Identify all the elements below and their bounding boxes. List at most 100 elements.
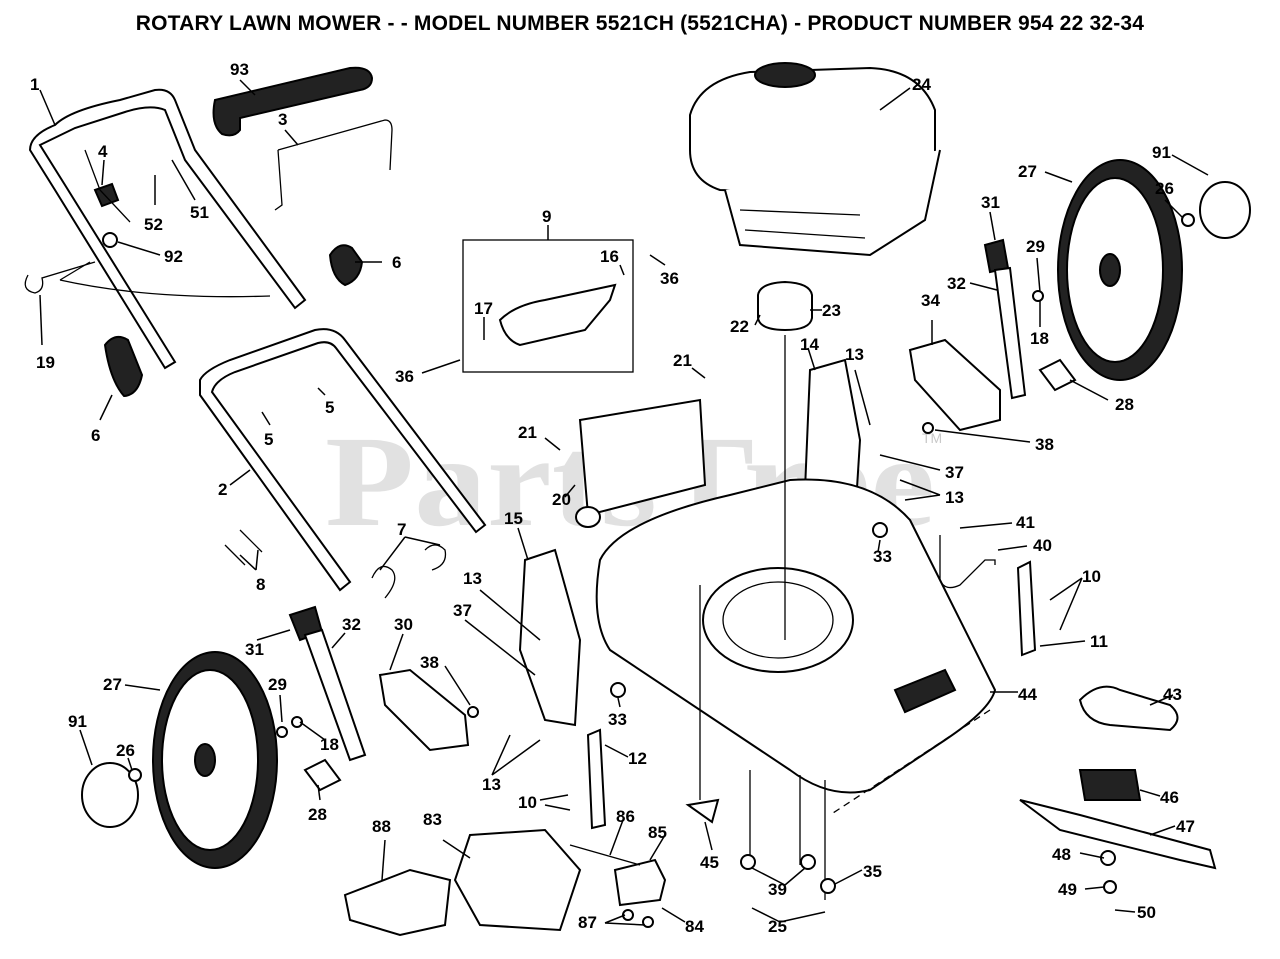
- callout-47: 47: [1176, 817, 1195, 836]
- callout-5-upper: 5: [325, 398, 334, 417]
- callout-8: 8: [256, 575, 265, 594]
- callout-37-left: 37: [453, 601, 472, 620]
- callout-36-top: 36: [660, 269, 679, 288]
- callout-17: 17: [474, 299, 493, 318]
- callout-21-left: 21: [518, 423, 537, 442]
- callout-14: 14: [800, 335, 819, 354]
- callout-93: 93: [230, 60, 249, 79]
- wheel-bolt-part-left: [303, 758, 342, 792]
- callout-3: 3: [278, 110, 287, 129]
- callout-13-top: 13: [845, 345, 864, 364]
- callout-44: 44: [1018, 685, 1037, 704]
- callout-13-left-top: 13: [463, 569, 482, 588]
- callout-45: 45: [700, 853, 719, 872]
- callout-4: 4: [98, 142, 108, 161]
- hinge-block-part: [613, 858, 667, 907]
- rear-wheel-part-left: [152, 651, 278, 869]
- callout-25: 25: [768, 917, 787, 936]
- callout-33-right: 33: [873, 547, 892, 566]
- eyebolt-part: [24, 261, 96, 294]
- callout-18-left: 18: [320, 735, 339, 754]
- hinge-rod-part: [569, 844, 641, 866]
- handle-grip-part: [212, 66, 374, 137]
- hinge-bracket-part-left: [586, 728, 607, 830]
- blade-part: [1019, 799, 1217, 870]
- height-bracket-part-left: [518, 548, 582, 727]
- callout-49: 49: [1058, 880, 1077, 899]
- callout-29-right: 29: [1026, 237, 1045, 256]
- callout-43: 43: [1163, 685, 1182, 704]
- callout-10-right: 10: [1082, 567, 1101, 586]
- rear-flap-part: [498, 283, 617, 347]
- callout-20: 20: [552, 490, 571, 509]
- callout-83: 83: [423, 810, 442, 829]
- callout-23: 23: [822, 301, 841, 320]
- callout-88: 88: [372, 817, 391, 836]
- chute-door-part: [343, 868, 452, 937]
- callout-21-top: 21: [673, 351, 692, 370]
- callout-36-left: 36: [395, 367, 414, 386]
- rear-wheel-part-right: [1057, 159, 1183, 381]
- pin-part: [224, 529, 263, 566]
- discharge-chute-part: [453, 828, 582, 932]
- adjuster-lever-part-right: [993, 266, 1027, 400]
- callout-27-left: 27: [103, 675, 122, 694]
- callout-22: 22: [730, 317, 749, 336]
- callout-16: 16: [600, 247, 619, 266]
- callout-39: 39: [768, 880, 787, 899]
- blade-alignment-line: [829, 709, 991, 816]
- callout-32-left: 32: [342, 615, 361, 634]
- callout-28-right: 28: [1115, 395, 1134, 414]
- mower-deck-part: [595, 478, 997, 794]
- hinge-bracket-part-right: [1016, 560, 1037, 657]
- callout-34: 34: [921, 291, 940, 310]
- upper-handle-part: [28, 88, 307, 370]
- callout-38-right: 38: [1035, 435, 1054, 454]
- callout-37-right: 37: [945, 463, 964, 482]
- callout-26-left: 26: [116, 741, 135, 760]
- rod-part: [939, 535, 996, 589]
- callout-26-right: 26: [1155, 179, 1174, 198]
- axle-bracket-part-left: [378, 668, 470, 752]
- callout-11: 11: [1090, 632, 1108, 651]
- callout-6-left: 6: [91, 426, 100, 445]
- rear-shield-part: [578, 398, 707, 517]
- callout-28-left: 28: [308, 805, 327, 824]
- callout-15: 15: [504, 509, 523, 528]
- callout-31-right: 31: [981, 193, 1000, 212]
- hubcap-part-left: [81, 762, 139, 828]
- callout-12: 12: [628, 749, 647, 768]
- callout-13-mid: 13: [945, 488, 964, 507]
- mulching-insert-part: [1078, 685, 1179, 732]
- callout-85: 85: [648, 823, 667, 842]
- watermark-trademark: TM: [922, 430, 942, 446]
- callout-9: 9: [542, 207, 551, 226]
- callout-46: 46: [1160, 788, 1179, 807]
- callout-84: 84: [685, 917, 704, 936]
- callout-1: 1: [30, 75, 39, 94]
- engine-part: [689, 62, 941, 257]
- adjuster-grip-part-right: [983, 238, 1010, 274]
- blade-adapter-part: [1078, 769, 1142, 801]
- callout-30: 30: [394, 615, 413, 634]
- callout-27-right: 27: [1018, 162, 1037, 181]
- callout-92: 92: [164, 247, 183, 266]
- control-bail-part: [274, 119, 393, 211]
- axle-bracket-part-right: [908, 338, 1001, 432]
- callout-86: 86: [616, 807, 635, 826]
- hardware-marks: [102, 213, 1195, 928]
- callout-5-lower: 5: [264, 430, 273, 449]
- callout-6-right: 6: [392, 253, 401, 272]
- hubcap-part-right: [1199, 181, 1251, 239]
- callout-51: 51: [190, 203, 209, 222]
- callout-2: 2: [218, 480, 227, 499]
- lower-handle-part: [199, 328, 487, 592]
- callout-24: 24: [912, 75, 931, 94]
- page-title: ROTARY LAWN MOWER - - MODEL NUMBER 5521C…: [135, 12, 1145, 35]
- adjuster-lever-part-left: [303, 628, 367, 762]
- callout-10-left: 10: [518, 793, 537, 812]
- callout-35: 35: [863, 862, 882, 881]
- callout-29-left: 29: [268, 675, 287, 694]
- assembly-centerline: [699, 335, 826, 900]
